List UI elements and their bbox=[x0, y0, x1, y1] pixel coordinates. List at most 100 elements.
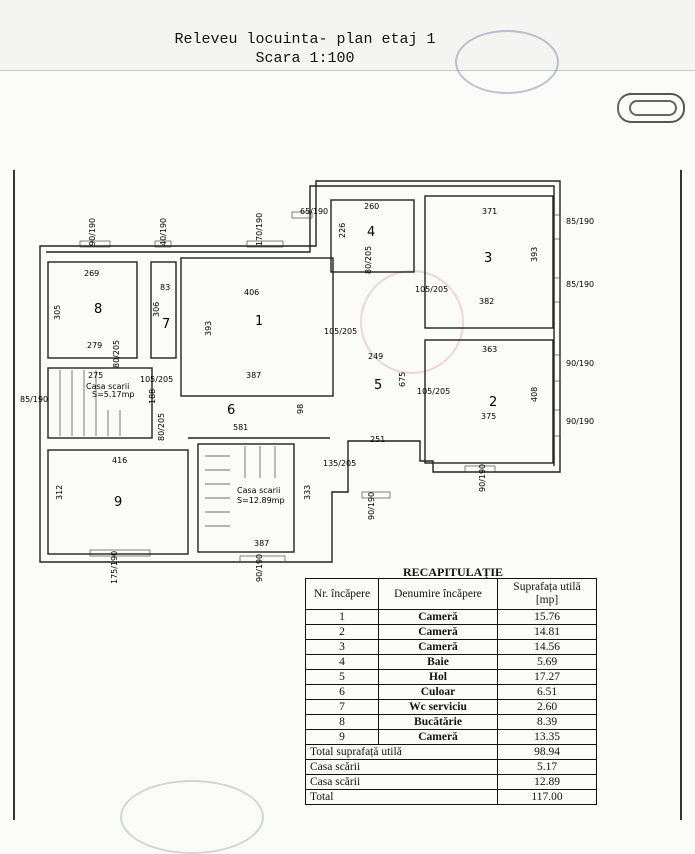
dim-98: 98 bbox=[296, 404, 305, 414]
header-nr: Nr. încăpere bbox=[305, 578, 379, 610]
door-80-205-a: 80/205 bbox=[112, 340, 121, 368]
cell-nr: 1 bbox=[305, 609, 379, 625]
cell-name: Wc serviciu bbox=[378, 699, 498, 715]
dimension-labels: 269 305 279 275 406 393 387 83 306 260 2… bbox=[20, 202, 594, 584]
cell-area: 6.51 bbox=[497, 684, 597, 700]
cell-nr: 2 bbox=[305, 624, 379, 640]
dim-581: 581 bbox=[233, 423, 248, 432]
dim-312: 312 bbox=[55, 485, 64, 500]
cell-area: 5.69 bbox=[497, 654, 597, 670]
paperclip-icon bbox=[617, 93, 685, 123]
seal-stamp-top bbox=[455, 30, 559, 94]
room-number-7: 7 bbox=[162, 317, 170, 332]
window-90-190-b: 90/190 bbox=[566, 359, 594, 368]
room-number-2: 2 bbox=[489, 395, 497, 410]
room-number-8: 8 bbox=[94, 302, 102, 317]
window-40-190: 40/190 bbox=[159, 218, 168, 246]
room-number-6: 6 bbox=[227, 403, 235, 418]
dim-393b: 393 bbox=[530, 247, 539, 262]
cell-nr: 6 bbox=[305, 684, 379, 700]
dim-260: 260 bbox=[364, 202, 379, 211]
sheet-left-border bbox=[13, 170, 15, 820]
total-value: 12.89 bbox=[497, 774, 597, 790]
dim-363: 363 bbox=[482, 345, 497, 354]
room-number-4: 4 bbox=[367, 225, 375, 240]
room-numbers: 8 7 1 4 3 5 2 6 9 bbox=[94, 225, 497, 510]
cell-area: 2.60 bbox=[497, 699, 597, 715]
door-80-205-b: 80/205 bbox=[364, 246, 373, 274]
top-sheet: Releveu locuinta- plan etaj 1 Scara 1:10… bbox=[0, 0, 695, 71]
floor-plan: 8 7 1 4 3 5 2 6 9 Casa scarii S=5.17mp C… bbox=[20, 180, 594, 584]
cell-name: Bucătărie bbox=[378, 714, 498, 730]
dim-188: 188 bbox=[148, 389, 157, 404]
dim-251: 251 bbox=[370, 435, 385, 444]
dim-387a: 387 bbox=[246, 371, 261, 380]
cell-name: Cameră bbox=[378, 609, 498, 625]
cell-name: Hol bbox=[378, 669, 498, 685]
window-65-190: 65/190 bbox=[300, 207, 328, 216]
window-90-190-d: 90/190 bbox=[255, 554, 264, 582]
dim-408: 408 bbox=[530, 387, 539, 402]
window-85-190-c: 85/190 bbox=[20, 395, 48, 404]
recap-title: RECAPITULAȚIE bbox=[403, 565, 504, 579]
dim-675: 675 bbox=[398, 372, 407, 387]
cell-nr: 5 bbox=[305, 669, 379, 685]
cell-name: Baie bbox=[378, 654, 498, 670]
sheet-right-border bbox=[680, 170, 682, 820]
dim-393a: 393 bbox=[204, 321, 213, 336]
recap-table: Nr. încăpere Denumire încăpere Suprafața… bbox=[305, 578, 597, 805]
cell-area: 17.27 bbox=[497, 669, 597, 685]
total-label: Casa scării bbox=[305, 774, 498, 790]
header-name: Denumire încăpere bbox=[378, 578, 498, 610]
windows bbox=[79, 211, 561, 563]
plan-title-line1: Releveu locuinta- plan etaj 1 bbox=[174, 31, 436, 48]
plan-title-line2: Scara 1:100 bbox=[255, 50, 355, 67]
window-170-190: 170/190 bbox=[255, 213, 264, 246]
cell-area: 15.76 bbox=[497, 609, 597, 625]
dim-306: 306 bbox=[152, 302, 161, 317]
dim-269: 269 bbox=[84, 269, 99, 278]
header-area: Suprafața utilă [mp] bbox=[497, 578, 597, 610]
cell-nr: 3 bbox=[305, 639, 379, 655]
stair-large-area: S=12.89mp bbox=[237, 496, 285, 505]
dim-249: 249 bbox=[368, 352, 383, 361]
stair-small-label: Casa scarii bbox=[86, 382, 129, 391]
dim-406: 406 bbox=[244, 288, 259, 297]
stair-large-label: Casa scarii bbox=[237, 486, 280, 495]
door-105-205-d: 105/205 bbox=[417, 387, 450, 396]
window-175-190: 175/190 bbox=[110, 551, 119, 584]
cell-nr: 9 bbox=[305, 729, 379, 745]
room-number-5: 5 bbox=[374, 378, 382, 393]
cell-nr: 4 bbox=[305, 654, 379, 670]
total-label: Casa scării bbox=[305, 759, 498, 775]
cell-nr: 8 bbox=[305, 714, 379, 730]
dim-375: 375 bbox=[481, 412, 496, 421]
dim-275: 275 bbox=[88, 371, 103, 380]
cell-name: Cameră bbox=[378, 639, 498, 655]
dim-371: 371 bbox=[482, 207, 497, 216]
window-90-190-a: 90/190 bbox=[88, 218, 97, 246]
door-135-205: 135/205 bbox=[323, 459, 356, 468]
cell-name: Culoar bbox=[378, 684, 498, 700]
cell-area: 8.39 bbox=[497, 714, 597, 730]
dim-387b: 387 bbox=[254, 539, 269, 548]
door-105-205-c: 105/205 bbox=[415, 285, 448, 294]
seal-stamp-middle bbox=[360, 270, 464, 374]
cell-nr: 7 bbox=[305, 699, 379, 715]
stair-small-area: S=5.17mp bbox=[92, 390, 134, 399]
recap-header-row: Nr. încăpere Denumire încăpere Suprafața… bbox=[305, 578, 597, 610]
room-number-1: 1 bbox=[255, 314, 263, 329]
window-85-190-a: 85/190 bbox=[566, 217, 594, 226]
cell-name: Cameră bbox=[378, 624, 498, 640]
